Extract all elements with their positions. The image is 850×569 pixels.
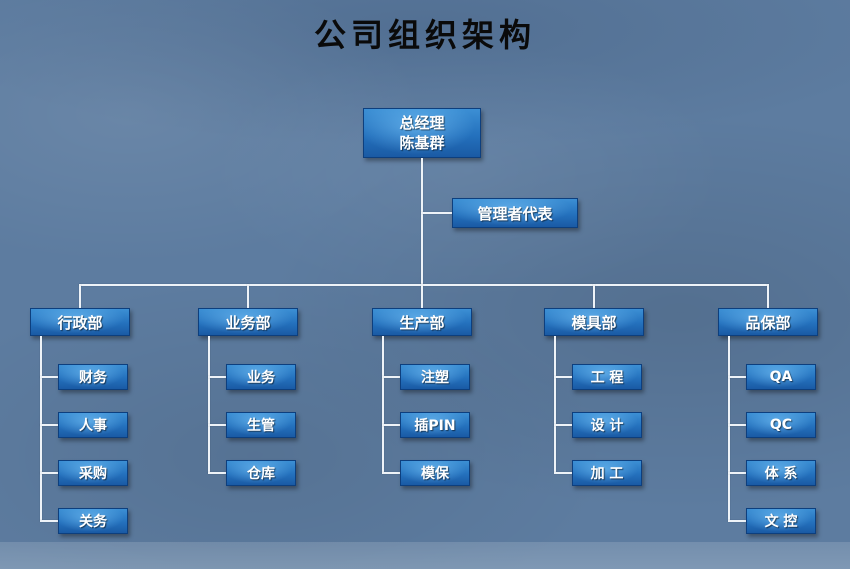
connector-child-stub (728, 424, 746, 426)
node-document-control: 文 控 (746, 508, 816, 534)
node-production-control-label: 生管 (247, 418, 275, 434)
node-finance-label: 财务 (79, 370, 107, 386)
node-customs: 关务 (58, 508, 128, 534)
node-pin-insertion-label: 插PIN (414, 418, 456, 434)
node-dept-qa-label: 品保部 (745, 313, 791, 332)
node-customs-label: 关务 (79, 514, 107, 530)
node-mold-maintenance: 模保 (400, 460, 470, 486)
node-hr: 人事 (58, 412, 128, 438)
node-dept-mold: 模具部 (544, 308, 644, 336)
node-warehouse: 仓库 (226, 460, 296, 486)
connector-child-stub (382, 472, 400, 474)
connector-child-stub (382, 376, 400, 378)
node-engineering: 工 程 (572, 364, 642, 390)
connector-child-stub (208, 472, 226, 474)
connector-dept-stub (767, 284, 769, 309)
node-system: 体 系 (746, 460, 816, 486)
node-qa: QA (746, 364, 816, 390)
connector-dept-stub (593, 284, 595, 309)
node-general-manager-title: 总经理 (399, 114, 445, 132)
node-mold-maintenance-label: 模保 (421, 466, 449, 482)
node-system-label: 体 系 (764, 466, 798, 482)
connector-child-stub (728, 520, 746, 522)
connector-child-stub (554, 472, 572, 474)
node-design: 设 计 (572, 412, 642, 438)
node-purchasing-label: 采购 (79, 466, 107, 482)
node-warehouse-label: 仓库 (247, 466, 275, 482)
node-injection-molding-label: 注塑 (421, 370, 449, 386)
connector-child-rail (40, 336, 42, 521)
connector-dept-stub (79, 284, 81, 309)
connector-child-rail (382, 336, 384, 473)
connector-child-stub (208, 424, 226, 426)
node-sales-label: 业务 (247, 370, 275, 386)
node-sales: 业务 (226, 364, 296, 390)
connector-child-rail (554, 336, 556, 473)
node-engineering-label: 工 程 (590, 370, 624, 386)
node-dept-admin: 行政部 (30, 308, 130, 336)
connector-child-stub (40, 472, 58, 474)
node-purchasing: 采购 (58, 460, 128, 486)
node-qa-label: QA (769, 369, 793, 385)
connector-child-stub (208, 376, 226, 378)
node-dept-business-label: 业务部 (225, 313, 271, 332)
connector-dept-stub (247, 284, 249, 309)
node-dept-production: 生产部 (372, 308, 472, 336)
connector-dept-stub (421, 284, 423, 309)
connector-child-stub (382, 424, 400, 426)
connector-child-stub (554, 376, 572, 378)
footer-band (0, 542, 850, 569)
page-title: 公司组织架构 (313, 16, 536, 54)
node-machining: 加 工 (572, 460, 642, 486)
node-dept-qa: 品保部 (718, 308, 818, 336)
connector-child-stub (40, 520, 58, 522)
node-management-representative: 管理者代表 (452, 198, 578, 228)
node-general-manager-name: 陈基群 (399, 134, 445, 152)
node-hr-label: 人事 (79, 418, 107, 434)
node-management-representative-label: 管理者代表 (477, 204, 553, 223)
node-injection-molding: 注塑 (400, 364, 470, 390)
connector-branch-horizontal (79, 284, 769, 286)
node-dept-production-label: 生产部 (399, 313, 445, 332)
node-production-control: 生管 (226, 412, 296, 438)
node-qc: QC (746, 412, 816, 438)
connector-child-rail (728, 336, 730, 521)
node-dept-admin-label: 行政部 (57, 313, 103, 332)
connector-staff-stub (421, 212, 453, 214)
connector-child-stub (40, 424, 58, 426)
node-finance: 财务 (58, 364, 128, 390)
node-pin-insertion: 插PIN (400, 412, 470, 438)
connector-child-stub (40, 376, 58, 378)
node-dept-business: 业务部 (198, 308, 298, 336)
connector-child-rail (208, 336, 210, 473)
connector-child-stub (554, 424, 572, 426)
connector-child-stub (728, 376, 746, 378)
connector-child-stub (728, 472, 746, 474)
node-document-control-label: 文 控 (764, 514, 798, 530)
node-design-label: 设 计 (590, 418, 624, 434)
node-qc-label: QC (769, 417, 793, 433)
connector-root-vertical (421, 158, 423, 286)
node-machining-label: 加 工 (590, 466, 624, 482)
node-general-manager: 总经理 陈基群 (363, 108, 481, 158)
node-dept-mold-label: 模具部 (571, 313, 617, 332)
